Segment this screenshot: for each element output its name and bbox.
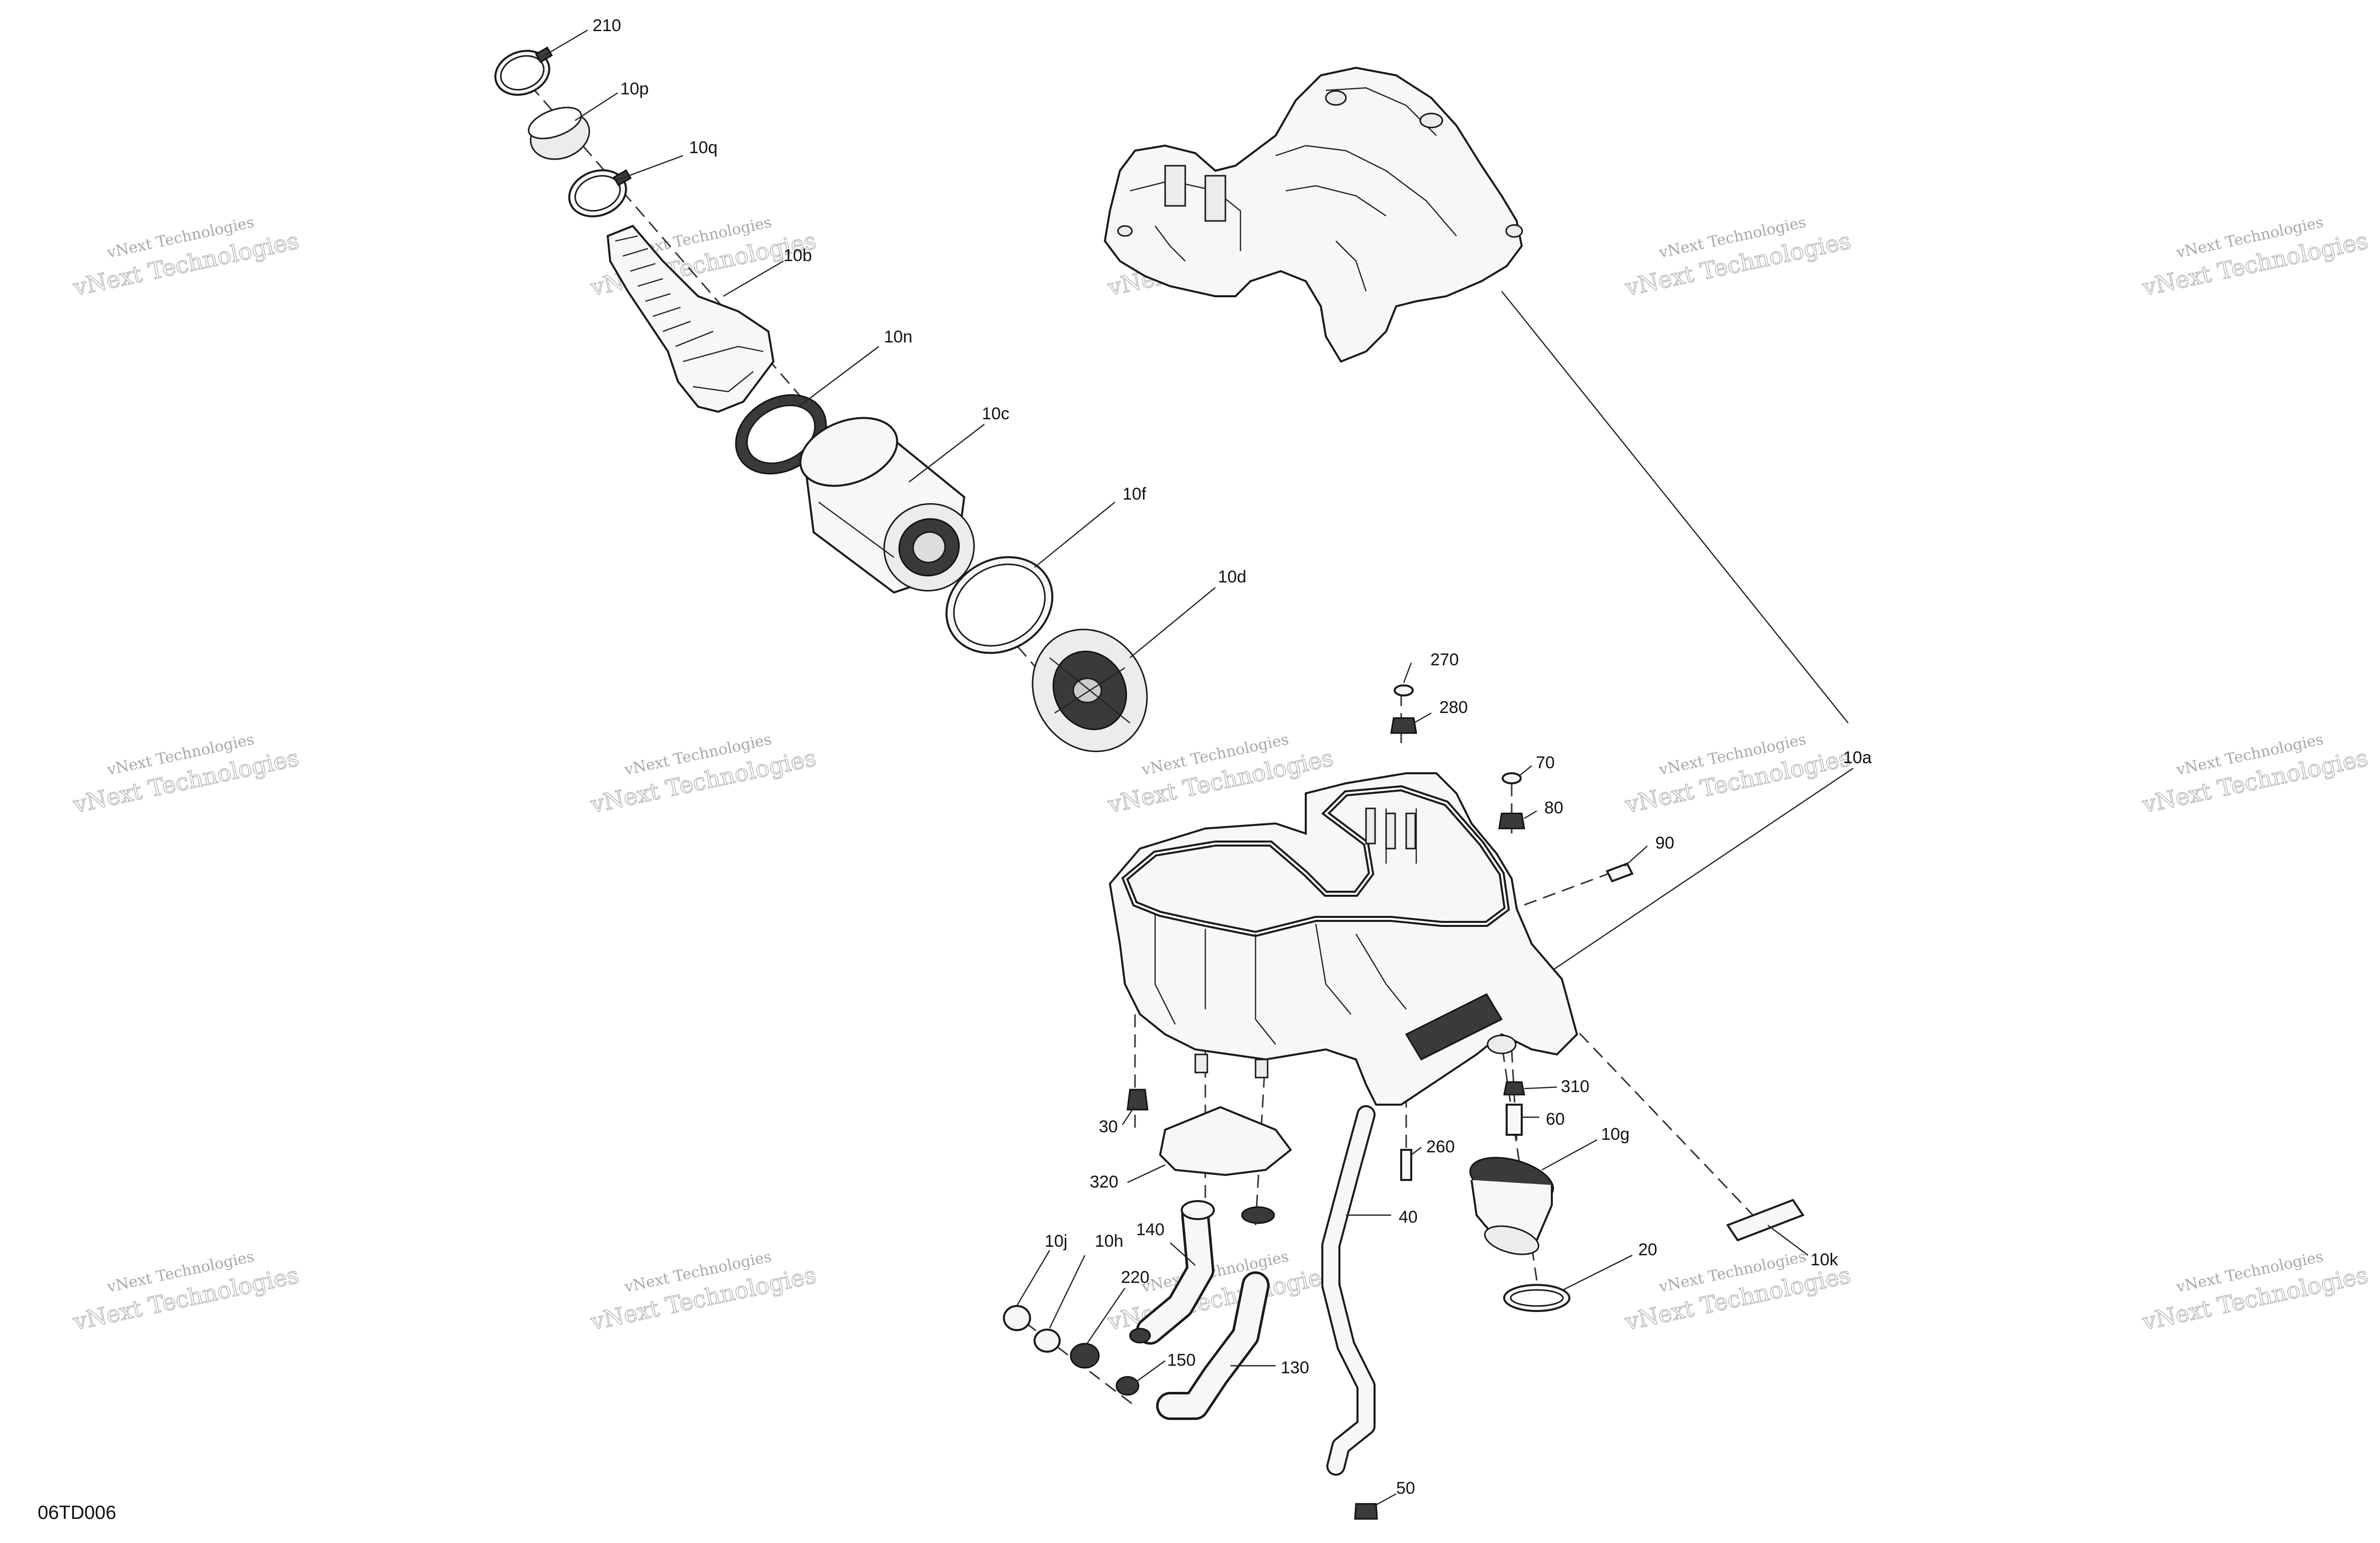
axis-10k xyxy=(1551,1003,1759,1221)
washer-270 xyxy=(1394,684,1414,696)
base-mount xyxy=(1255,1058,1269,1079)
label-10k xyxy=(1726,1199,1805,1242)
callout-140: 140 xyxy=(1136,1220,1165,1239)
callout-10p: 10p xyxy=(620,79,649,98)
washer-70 xyxy=(1502,772,1522,784)
callout-10j: 10j xyxy=(1045,1232,1067,1251)
callout-220: 220 xyxy=(1121,1268,1150,1287)
cover-boss xyxy=(1325,90,1347,106)
callout-70: 70 xyxy=(1536,753,1555,772)
callout-10g: 10g xyxy=(1601,1125,1630,1144)
callout-130: 130 xyxy=(1281,1358,1309,1377)
nut-310 xyxy=(1503,1081,1525,1096)
base-post xyxy=(1385,812,1396,850)
callout-10n: 10n xyxy=(884,327,913,346)
shield-320 xyxy=(1159,1106,1292,1176)
callout-10a: 10a xyxy=(1843,748,1872,767)
air-filter-10c xyxy=(799,417,975,594)
cover-boss xyxy=(1117,225,1133,237)
nut-80 xyxy=(1498,812,1525,829)
base-post xyxy=(1405,812,1416,850)
bolt-90 xyxy=(1606,862,1634,883)
callout-40: 40 xyxy=(1399,1208,1418,1227)
base-post xyxy=(1365,807,1376,845)
callout-30: 30 xyxy=(1099,1117,1118,1136)
watermark: vNext Technologies vNext Technologies xyxy=(588,1248,819,1336)
watermark: vNext Technologies vNext Technologies xyxy=(2139,213,2371,301)
callout-280: 280 xyxy=(1439,698,1468,717)
callout-50: 50 xyxy=(1396,1479,1415,1498)
watermark: vNext Technologies vNext Technologies xyxy=(70,213,302,301)
watermark: vNext Technologies vNext Technologies xyxy=(588,731,819,818)
leader-base-to-10a xyxy=(1531,768,1854,985)
cover-boss xyxy=(1505,224,1523,238)
callout-270: 270 xyxy=(1430,650,1459,669)
sleeve-10p xyxy=(528,106,590,160)
callout-10q: 10q xyxy=(689,138,718,157)
airbox-cover xyxy=(1103,66,1523,363)
hose-140-end xyxy=(1181,1200,1215,1220)
watermark: vNext Technologies vNext Technologies xyxy=(70,1248,302,1336)
callout-leaders xyxy=(544,29,1808,1507)
boot-10g xyxy=(1469,1157,1554,1255)
figure-code: 06TD006 xyxy=(38,1502,116,1523)
callout-310: 310 xyxy=(1561,1077,1590,1096)
plug-50 xyxy=(1354,1503,1378,1520)
clamp-210 xyxy=(494,46,553,96)
watermark: vNext Technologies vNext Technologies xyxy=(70,731,302,818)
callout-60: 60 xyxy=(1546,1110,1565,1129)
bolt-60 xyxy=(1506,1104,1523,1136)
clamp-10q xyxy=(568,169,632,217)
watermark: vNext Technologies vNext Technologies xyxy=(1105,1248,1336,1336)
watermark: vNext Technologies vNext Technologies xyxy=(2139,731,2371,818)
o-ring-10f xyxy=(945,556,1054,654)
callout-210: 210 xyxy=(593,16,621,35)
callout-10c: 10c xyxy=(982,404,1009,423)
base-mount xyxy=(1487,1034,1517,1054)
ring-10j xyxy=(1003,1305,1031,1331)
callout-80: 80 xyxy=(1544,798,1563,817)
callout-320: 320 xyxy=(1090,1172,1118,1192)
hose-clamp xyxy=(1129,1328,1151,1344)
cover-boss xyxy=(1419,112,1443,129)
fitting-150 xyxy=(1115,1376,1140,1396)
cover-rib xyxy=(1164,165,1186,207)
airbox-base xyxy=(1108,772,1578,1106)
callout-150: 150 xyxy=(1167,1351,1196,1370)
nut-280 xyxy=(1390,717,1417,734)
callout-10b: 10b xyxy=(783,246,812,265)
callout-10d: 10d xyxy=(1218,567,1246,586)
clamp-20 xyxy=(1503,1284,1570,1312)
callout-10f: 10f xyxy=(1122,485,1147,504)
callout-10h: 10h xyxy=(1095,1232,1123,1251)
callout-10k: 10k xyxy=(1810,1250,1839,1269)
base-mount xyxy=(1194,1053,1208,1074)
axis-10j-10h xyxy=(1009,1310,1136,1407)
cover-rib xyxy=(1204,175,1226,222)
intake-duct-10b xyxy=(606,224,775,413)
callout-90: 90 xyxy=(1655,834,1674,853)
watermark: vNext Technologies vNext Technologies xyxy=(1105,731,1336,818)
ring-10h xyxy=(1034,1329,1061,1353)
callout-labels: 210 10p 10q 10b 10n 10c 10f 10d 270 280 … xyxy=(593,16,1872,1498)
clip-30 xyxy=(1126,1089,1149,1111)
hose-clamp xyxy=(1241,1206,1275,1224)
watermark: vNext Technologies vNext Technologies xyxy=(2139,1248,2371,1336)
bolt-260 xyxy=(1400,1149,1412,1181)
watermark: vNext Technologies vNext Technologies xyxy=(1622,731,1854,818)
filter-cover-10d xyxy=(1032,629,1148,752)
callout-20: 20 xyxy=(1638,1240,1657,1259)
clamp-220 xyxy=(1070,1343,1100,1369)
watermark: vNext Technologies vNext Technologies xyxy=(1622,213,1854,301)
leader-cover-to-10a xyxy=(1501,291,1849,724)
callout-260: 260 xyxy=(1426,1137,1455,1156)
